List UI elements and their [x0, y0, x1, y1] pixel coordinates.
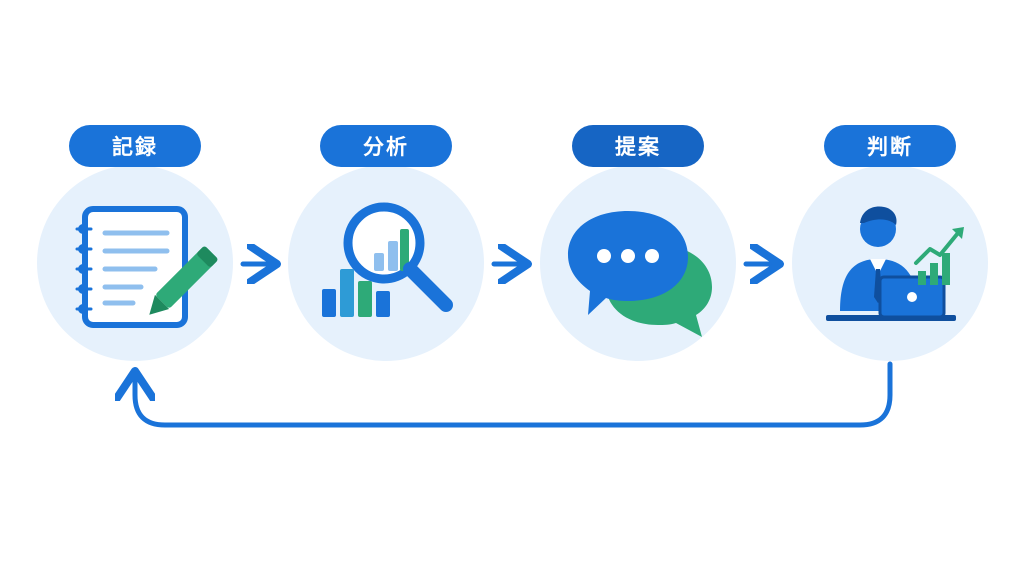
notebook-pencil-icon [75, 206, 218, 328]
magnifier-chart-icon [322, 202, 453, 317]
step-analyze: 分析 [288, 125, 484, 361]
step-label-pill: 記録 [69, 125, 201, 167]
loop-back-arrow [135, 361, 893, 428]
step-decide: 判断 [792, 125, 988, 361]
step-propose: 提案 [540, 125, 736, 361]
step-record: 記録 [37, 125, 233, 361]
step-label-pill: 判断 [824, 125, 956, 167]
step-label-pill: 分析 [320, 125, 452, 167]
businessman-laptop-icon [826, 206, 964, 321]
chat-bubbles-icon [568, 211, 712, 337]
step-label-pill: 提案 [572, 125, 704, 167]
